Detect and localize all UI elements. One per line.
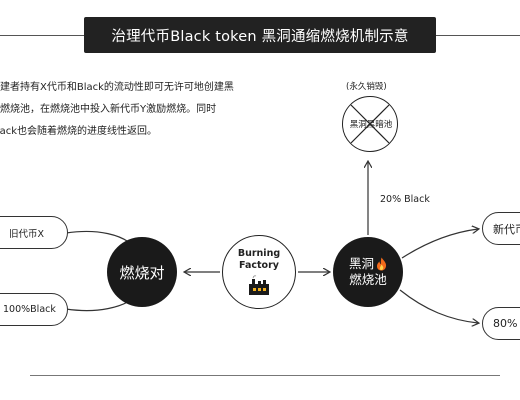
factory-label-line2: Factory [239, 260, 279, 271]
bottom-rule [30, 375, 500, 376]
output-eighty-percent: 80% [482, 307, 520, 340]
black-hole-pool-node: 黑洞 燃烧池 [333, 237, 403, 307]
output-new-token: 新代币 [482, 212, 520, 245]
black-hole-title-row: 黑洞 [349, 256, 387, 272]
burning-factory-node: Burning Factory [222, 235, 296, 309]
input-black-100: 100%Black [0, 293, 68, 326]
factory-label-line1: Burning [237, 248, 281, 259]
burn-pool-label: 黑洞黑暗池 [349, 120, 393, 130]
curve-eighty [399, 289, 478, 323]
black-hole-label-line2: 燃烧池 [349, 272, 387, 287]
lp-pair-node: 燃烧对 [107, 237, 177, 307]
curve-black [65, 299, 132, 312]
description: 创建者持有X代币和Black的流动性即可无许可地创建黑 洞燃烧池，在燃烧池中投入… [0, 77, 290, 143]
input-black-100-label: 100%Black [3, 304, 56, 315]
page-title: 治理代币Black token 黑洞通缩燃烧机制示意 [84, 17, 436, 53]
description-line: 创建者持有X代币和Black的流动性即可无许可地创建黑 [0, 82, 234, 93]
input-old-token-label: 旧代币X [9, 228, 45, 240]
factory-icon [249, 275, 269, 295]
black-hole-label-line1: 黑洞 [348, 256, 374, 271]
description-line: 洞燃烧池，在燃烧池中投入新代币Y激励燃烧。同时 [0, 104, 217, 115]
lp-pair-label: 燃烧对 [119, 263, 165, 282]
curve-new-token [401, 229, 478, 259]
output-eighty-label: 80% [493, 317, 518, 330]
burn-pool-node: 黑洞黑暗池 [342, 96, 398, 152]
flame-icon [377, 257, 387, 271]
twenty-percent-label: 20% Black [380, 194, 430, 205]
cross-icon [350, 104, 390, 144]
output-new-token-label: 新代币 [493, 222, 520, 236]
description-line: Black也会随着燃烧的进度线性返回。 [0, 126, 158, 137]
permanent-destroy-label: (永久销毁) [346, 82, 387, 92]
input-old-token: 旧代币X [0, 216, 68, 249]
